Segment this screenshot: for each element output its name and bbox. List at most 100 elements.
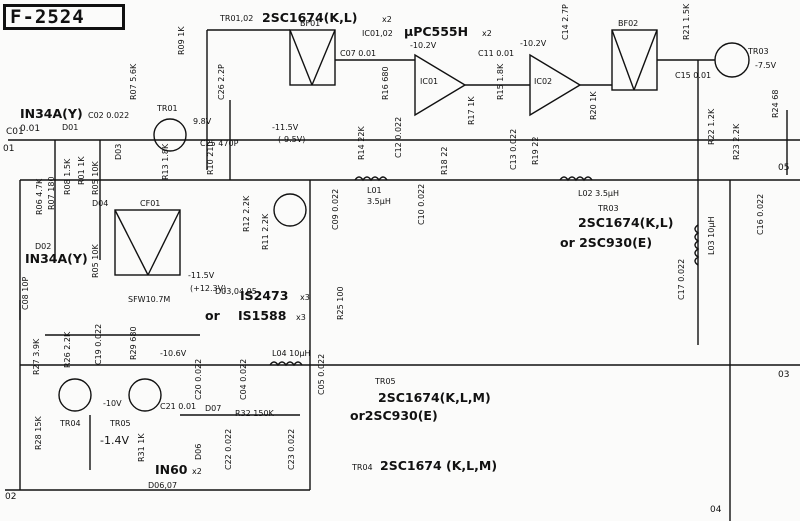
- tr03-label: TR03: [748, 47, 769, 56]
- tr05-label: TR05: [110, 419, 131, 428]
- tr0102-prefix: TR01,02: [220, 14, 254, 23]
- r13-label: R13 1.8K: [161, 143, 170, 180]
- d02-label: D02: [35, 242, 52, 251]
- c13-label: C13 0.022: [509, 128, 518, 170]
- l02-label: L02 3.5µH: [578, 189, 620, 198]
- c19-label: C19 0.022: [94, 323, 103, 365]
- v115b-label: -11.5V: [188, 271, 215, 280]
- c25-label: C25 470P: [200, 139, 239, 148]
- r17-label: R17 1K: [467, 96, 476, 125]
- v14-label: -1.4V: [100, 434, 129, 447]
- in60-x2: x2: [192, 467, 202, 476]
- r18-label: R18 22: [440, 146, 449, 175]
- c22-label: C22 0.022: [224, 428, 233, 470]
- node-03: 03: [778, 370, 790, 380]
- r09-label: R09 1K: [177, 26, 186, 55]
- ic-type: µPC555H: [404, 24, 469, 39]
- c08-label: C08 10P: [21, 276, 30, 310]
- node-01: 01: [3, 144, 15, 154]
- c15-label: C15 0.01: [675, 71, 712, 80]
- r21-label: R21 1.5K: [682, 3, 691, 40]
- r19-label: R19 22: [531, 136, 540, 165]
- bf02-label: BF02: [618, 19, 639, 28]
- ic02-voltage: -10.2V: [520, 39, 547, 48]
- r06-label: R06 4.7K: [35, 178, 44, 215]
- d01-label: D01: [62, 123, 79, 132]
- d03-label: D03: [114, 143, 123, 160]
- d0305-label: D03,04,05: [215, 287, 257, 296]
- r07b-label: R07 5.6K: [129, 63, 138, 100]
- c16-label: C16 0.022: [756, 193, 765, 235]
- is2473-label: IS2473: [240, 288, 289, 303]
- r24-label: R24 68: [771, 89, 780, 118]
- tr05-type: 2SC1674(K,L,M): [378, 390, 491, 405]
- d06-label: D06: [194, 443, 203, 460]
- ic01-label: IC01: [420, 77, 439, 86]
- r14-label: R14 22K: [357, 126, 366, 160]
- ic-x2: x2: [482, 29, 492, 38]
- tr0102-type: 2SC1674(K,L): [262, 10, 358, 25]
- tr05-alt: or2SC930(E): [350, 408, 438, 423]
- bf01-label: BF01: [300, 19, 321, 28]
- tr05-prefix: TR05: [375, 377, 396, 386]
- c23-label: C23 0.022: [287, 428, 296, 470]
- tr01-voltage: 9.8V: [193, 117, 212, 126]
- r29-label: R29 680: [129, 326, 138, 360]
- is1588-x3: x3: [296, 313, 306, 322]
- is2473-x3: x3: [300, 293, 310, 302]
- d07-label: D07: [205, 404, 222, 413]
- c07-label: C07 0.01: [340, 49, 377, 58]
- tr01-label: TR01: [157, 104, 178, 113]
- v10-label: -10V: [103, 399, 122, 408]
- c17-label: C17 0.022: [677, 258, 686, 300]
- c21-label: C21 0.01: [160, 402, 197, 411]
- diagram-title: F-2524: [10, 6, 85, 28]
- r11-label: R11 2.2K: [261, 213, 270, 250]
- tr04-prefix: TR04: [352, 463, 373, 472]
- r25-label: R25 100: [336, 286, 345, 320]
- l03-label: L03 10µH: [707, 216, 716, 255]
- l01-value: 3.5µH: [367, 197, 391, 206]
- r05-label: R05 10K: [91, 161, 100, 195]
- c20-label: C20 0.022: [194, 358, 203, 400]
- r26-label: R26 2.2K: [63, 331, 72, 368]
- r22-label: R22 1.2K: [707, 108, 716, 145]
- tr03-alt: or 2SC930(E): [560, 235, 653, 250]
- in34a-bottom: IN34A(Y): [25, 251, 88, 266]
- tr03-type: 2SC1674(K,L): [578, 215, 674, 230]
- ic02-label: IC02: [534, 77, 553, 86]
- or-label: or: [205, 308, 220, 323]
- tr04-label: TR04: [60, 419, 81, 428]
- node-02: 02: [5, 492, 17, 502]
- sfw-label: SFW10.7M: [128, 295, 171, 304]
- tr03-top: TR03: [598, 204, 619, 213]
- c04-label: C04 0.022: [239, 358, 248, 400]
- c11-label: C11 0.01: [478, 49, 515, 58]
- v123-label: (+12.3V): [190, 284, 227, 293]
- r20-label: R20 1K: [589, 91, 598, 120]
- r12-label: R12 2.2K: [242, 195, 251, 232]
- v115-label: -11.5V: [272, 123, 299, 132]
- l01-label: L01: [367, 186, 382, 195]
- c14-label: C14 2.7P: [561, 4, 570, 40]
- l04-label: L04 10µH: [272, 349, 311, 358]
- ic-prefix: IC01,02: [362, 29, 393, 38]
- c05-label: C05 0.022: [317, 353, 326, 395]
- r15-label: R15 1.8K: [496, 63, 505, 100]
- c26-label: C26 2.2P: [217, 64, 226, 100]
- r07-label: R07 180: [47, 176, 56, 210]
- r08-label: R08 1.5K: [63, 158, 72, 195]
- r23-label: R23 2.2K: [732, 123, 741, 160]
- r27-label: R27 3.9K: [32, 338, 41, 375]
- r01k-label: R01 1K: [77, 156, 86, 185]
- ic01-voltage: -10.2V: [410, 41, 437, 50]
- title-box: [3, 4, 125, 30]
- tr03-voltage: -7.5V: [755, 61, 777, 70]
- in34a-top: IN34A(Y): [20, 106, 83, 121]
- cf01-label: CF01: [140, 199, 161, 208]
- r32-label: R32 150K: [235, 409, 274, 418]
- r31-label: R31 1K: [137, 433, 146, 462]
- node-04: 04: [710, 505, 722, 515]
